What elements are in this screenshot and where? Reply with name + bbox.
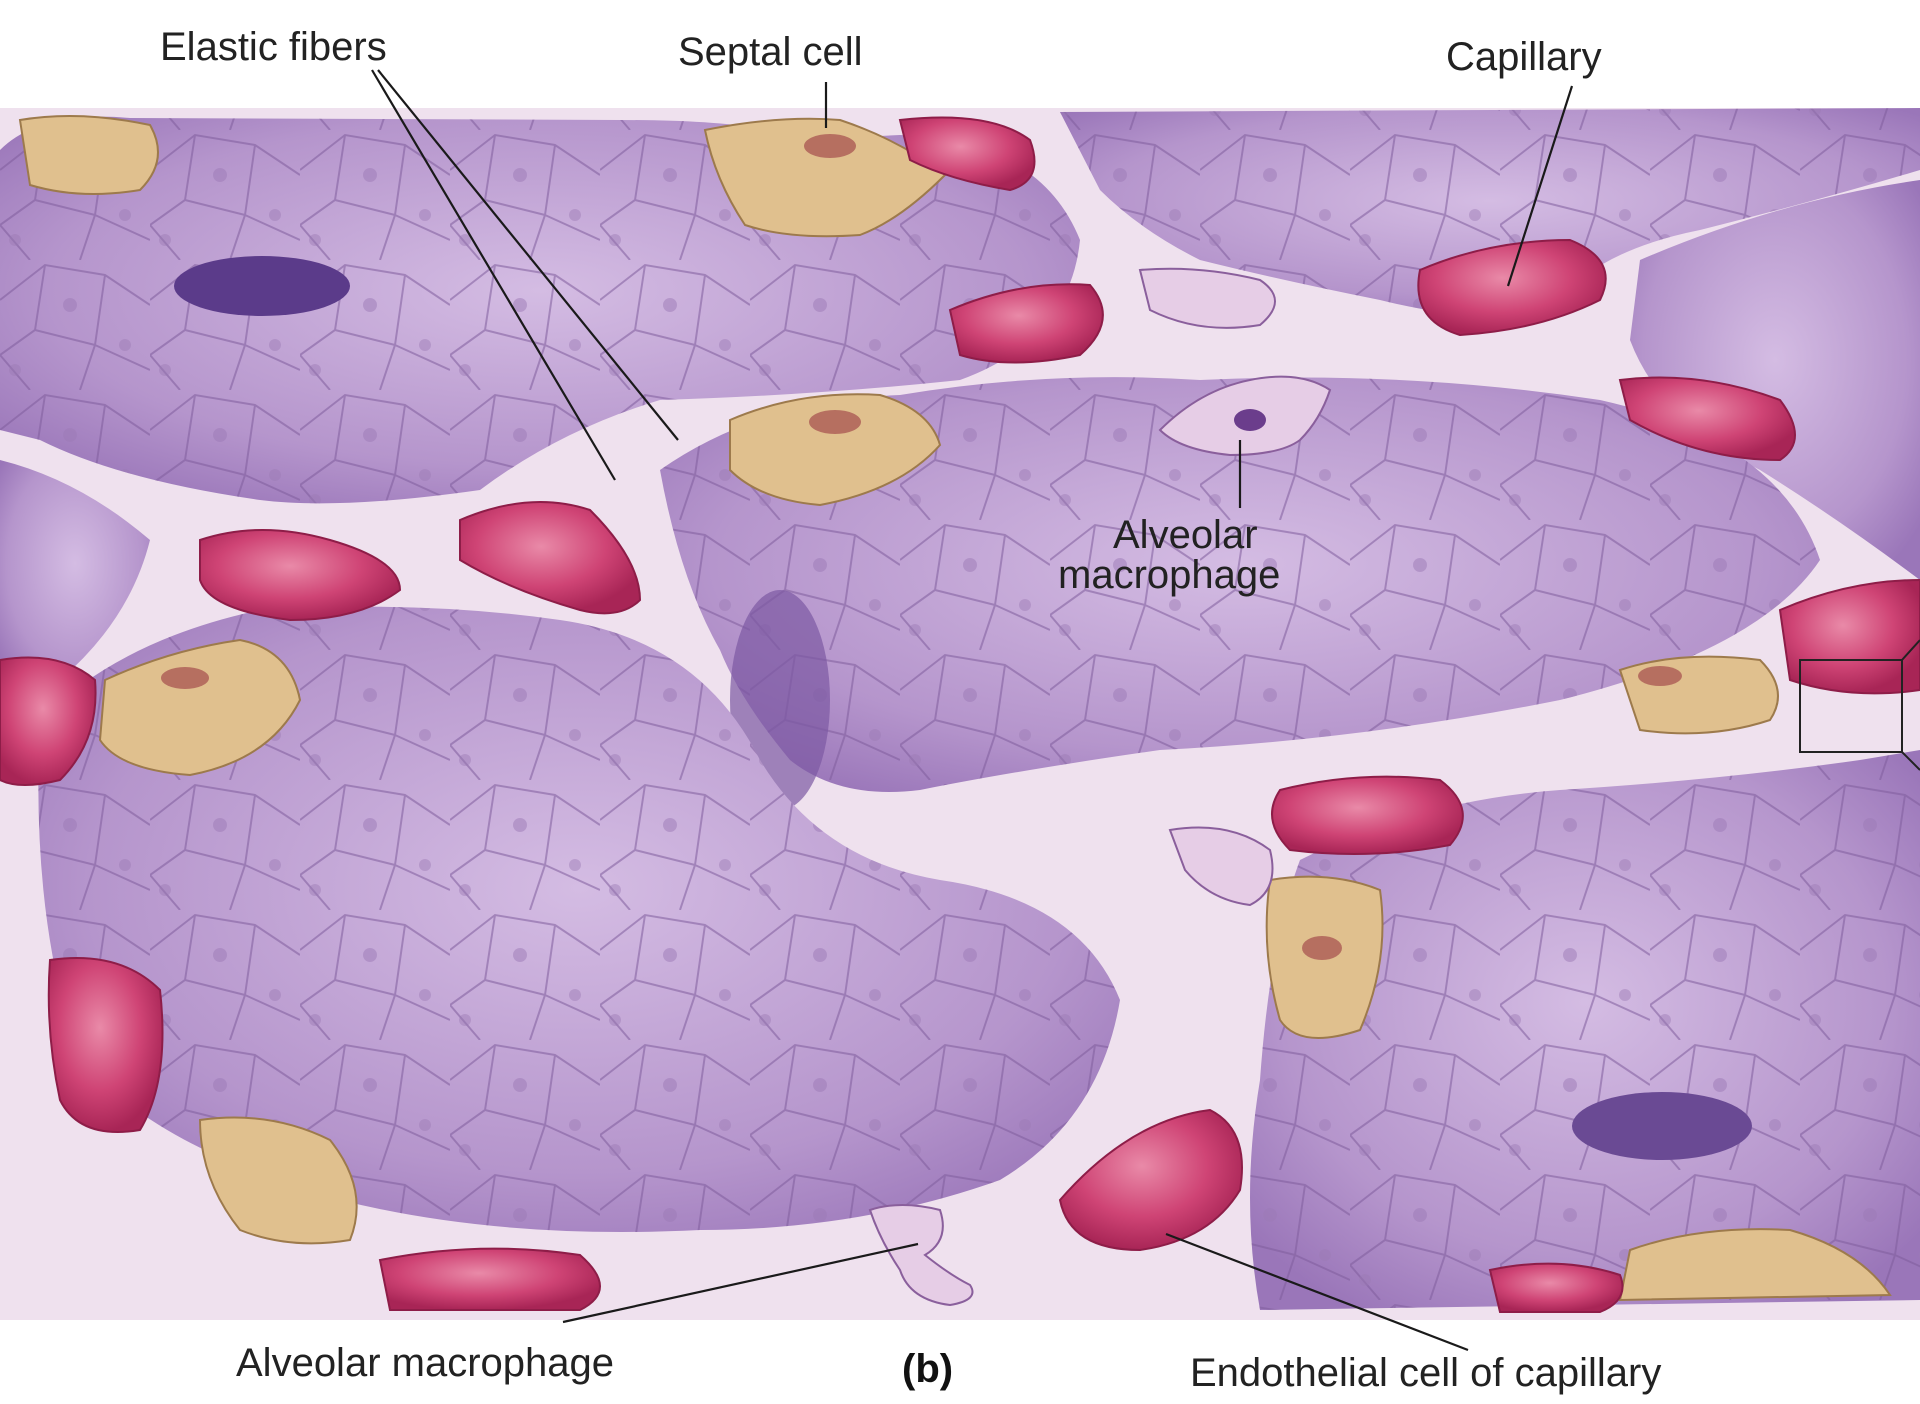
illustration-panel [0,108,1920,1320]
capillary-bottom-left [380,1249,600,1310]
septal-cell-top-nucleus [804,134,856,158]
label-capillary: Capillary [1446,35,1602,79]
capillary-lower-left [49,958,163,1132]
label-alveolar-macrophage-upper-line1: Alveolar [1113,513,1258,557]
septal-cell-left-nucleus [161,667,209,689]
label-elastic-fibers: Elastic fibers [160,25,387,69]
septal-cell-center-low-nucleus [1302,936,1342,960]
septal-cell-mid-nucleus [809,410,861,434]
label-alveolar-macrophage-upper-line2: macrophage [1058,553,1280,597]
alveolar-pore-lower [1572,1092,1752,1160]
septal-cell-right-nucleus [1638,666,1682,686]
label-alveolar-macrophage-lower: Alveolar macrophage [236,1341,614,1385]
septal-cell-right [1620,657,1778,734]
label-septal-cell: Septal cell [678,30,863,74]
capillary-mid-right [1272,777,1463,854]
panel-label: (b) [902,1347,953,1391]
capillary-bottom-right [1490,1264,1623,1312]
label-endothelial-cell: Endothelial cell of capillary [1190,1351,1661,1395]
septal-cell-top-left [20,116,158,194]
alveolar-pore-upper [174,256,350,316]
macrophage-upper-nucleus [1234,409,1266,431]
